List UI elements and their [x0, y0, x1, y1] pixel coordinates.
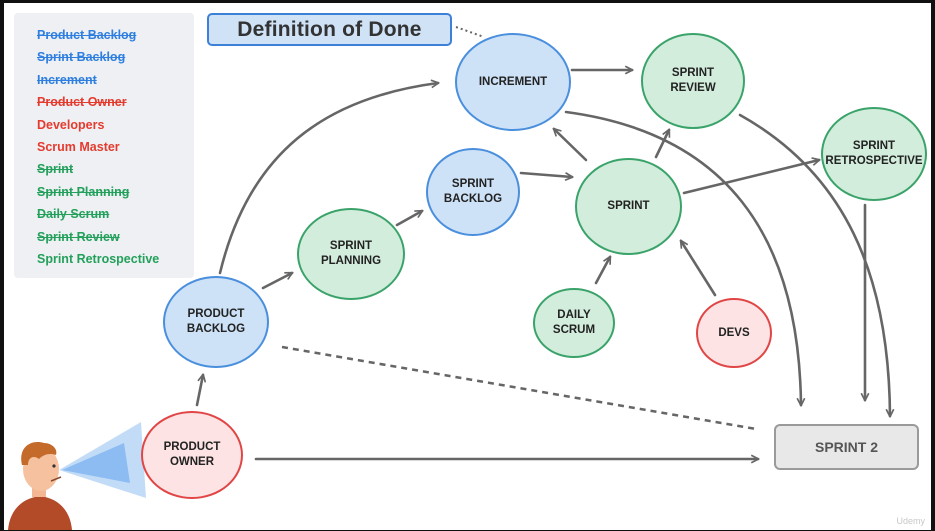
legend-item: Product Backlog — [37, 28, 137, 42]
vision-cone — [59, 422, 146, 498]
arrow-daily-to-sprint — [594, 257, 612, 285]
node-sprint-2: SPRINT 2 — [774, 424, 919, 470]
node-sprint: SPRINT — [575, 158, 682, 255]
node-devs: DEVS — [696, 298, 772, 368]
legend-item: Increment — [37, 72, 97, 87]
legend-item: Sprint Backlog — [37, 50, 126, 65]
node-sprint-retrospective: SPRINT RETROSPECTIVE — [821, 107, 927, 201]
definition-of-done-title: Definition of Done — [207, 13, 452, 46]
watermark: Udemy — [896, 516, 925, 526]
legend-item: Daily Scrum — [37, 207, 110, 222]
arrow-devs-to-sprint — [681, 241, 717, 297]
node-sprint-planning: SPRINT PLANNING — [297, 208, 405, 300]
person-icon — [8, 442, 72, 530]
arrow-sb-to-sprint — [519, 171, 572, 177]
dashed-pb-to-sprint2 — [281, 345, 757, 431]
arrow-review-to-sprint2 — [738, 113, 890, 416]
node-increment: INCREMENT — [455, 33, 571, 131]
arrow-po-to-pb — [195, 375, 203, 407]
legend-item: Sprint Planning — [37, 184, 130, 199]
arrow-pb-to-increment — [218, 83, 438, 275]
arrow-planning-to-sb — [395, 209, 422, 227]
node-sprint-review: SPRINT REVIEW — [641, 33, 745, 129]
arrow-pb-to-planning — [261, 271, 292, 290]
legend-item: Sprint Review — [37, 229, 120, 244]
legend-item: Developers — [37, 117, 105, 132]
dashed-dod-to-increment — [455, 26, 485, 38]
node-product-owner: PRODUCT OWNER — [141, 411, 243, 499]
arrow-sprint-to-review — [654, 130, 671, 159]
connector-layer — [8, 26, 931, 530]
arrow-increment-to-sprint2 — [564, 110, 801, 405]
node-daily-scrum: DAILY SCRUM — [533, 288, 615, 358]
arrow-sprint-to-retro — [682, 160, 819, 195]
arrow-sprint-to-increment — [554, 129, 588, 162]
legend-item: Product Owner — [37, 95, 127, 110]
node-product-backlog: PRODUCT BACKLOG — [163, 276, 269, 368]
vision-cone-inner — [62, 443, 130, 483]
node-sprint-backlog: SPRINT BACKLOG — [426, 148, 520, 236]
legend-item: Scrum Master — [37, 140, 120, 154]
legend-item: Sprint — [37, 162, 74, 177]
legend-item: Sprint Retrospective — [37, 252, 160, 266]
